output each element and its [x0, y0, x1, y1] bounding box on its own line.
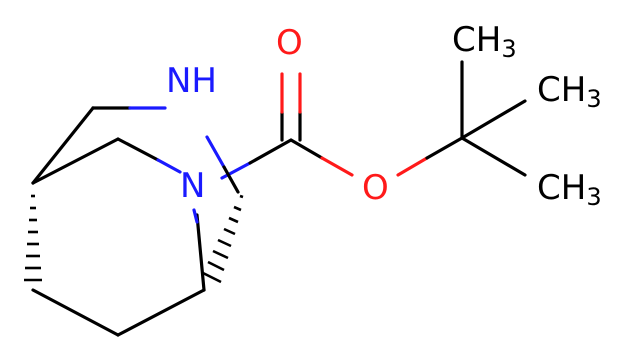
bond-tbu-ch3-mid [460, 99, 527, 140]
methyl-mid-label: CH3 [537, 70, 602, 113]
bond-nh-c7 [205, 135, 226, 169]
methyl-top-label: CH3 [452, 20, 517, 63]
bond-c4-c5 [116, 288, 206, 337]
bond-carbonyl-o [320, 156, 354, 177]
nh-label: NH [166, 61, 217, 101]
methyl-mid-symbol: CH [537, 70, 586, 110]
bond-c1-c4 [31, 288, 120, 337]
bond-carbonyl-o-black [289, 138, 324, 160]
methyl-top-sub: 3 [501, 35, 516, 63]
methyl-bot-symbol: CH [537, 168, 586, 208]
methyl-bot-sub: 3 [586, 183, 601, 211]
ester-bonds [222, 60, 527, 194]
bond-tbu-ch3-bot [460, 136, 527, 177]
ring-bonds [31, 106, 206, 337]
bond-c7-ch2 [222, 165, 240, 194]
methyl-mid-sub: 3 [586, 85, 601, 113]
nitrogen-bonds [128, 106, 252, 224]
n-bridge-label: N [180, 166, 205, 206]
bond-n-c5-start [195, 213, 206, 292]
bond-c1-c2 [31, 106, 95, 185]
bond-c6-n-start [116, 137, 160, 162]
bond-o-tbu [396, 156, 429, 177]
stereo-wedge-right [202, 194, 244, 284]
bond-n-c5 [192, 208, 199, 224]
methyl-bot-label: CH3 [537, 168, 602, 211]
bond-c6-n [156, 158, 182, 174]
bond-c1-c6 [31, 137, 120, 185]
methyl-top-symbol: CH [452, 20, 501, 60]
bond-n-carbonyl [220, 161, 252, 180]
bond-carbonyl-c-n [248, 138, 293, 165]
o-carbonyl-label: O [276, 23, 303, 63]
o-ester-label: O [362, 168, 389, 208]
bond-o-tbu-black [425, 136, 464, 160]
stereo-wedge-left [24, 194, 42, 282]
